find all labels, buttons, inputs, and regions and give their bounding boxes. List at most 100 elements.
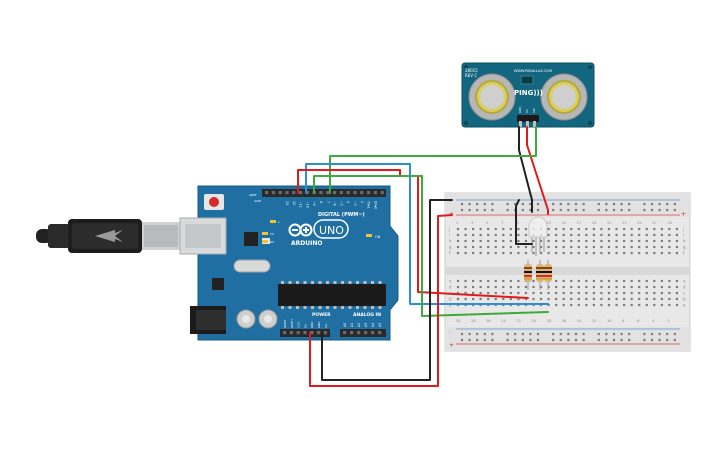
- rail-hole[interactable]: [529, 202, 532, 206]
- breadboard-hole[interactable]: [577, 251, 580, 255]
- breadboard-hole[interactable]: [660, 279, 663, 283]
- breadboard-hole[interactable]: [577, 291, 580, 295]
- rail-hole[interactable]: [552, 338, 555, 342]
- rail-hole[interactable]: [514, 338, 517, 342]
- header-pin[interactable]: [360, 191, 364, 195]
- rail-hole[interactable]: [491, 338, 494, 342]
- breadboard-hole[interactable]: [464, 291, 467, 295]
- breadboard-hole[interactable]: [502, 227, 505, 231]
- breadboard-hole[interactable]: [600, 285, 603, 289]
- breadboard-hole[interactable]: [577, 297, 580, 301]
- breadboard-hole[interactable]: [479, 285, 482, 289]
- breadboard-hole[interactable]: [555, 297, 558, 301]
- rail-hole[interactable]: [658, 208, 661, 212]
- rail-hole[interactable]: [468, 338, 471, 342]
- rail-hole[interactable]: [574, 338, 578, 342]
- rail-hole[interactable]: [597, 332, 600, 336]
- breadboard-hole[interactable]: [675, 233, 679, 237]
- breadboard-hole[interactable]: [547, 291, 550, 295]
- breadboard-hole[interactable]: [479, 239, 482, 243]
- rail-hole[interactable]: [559, 208, 562, 212]
- header-pin[interactable]: [373, 191, 377, 195]
- breadboard-hole[interactable]: [502, 245, 505, 249]
- rail-hole[interactable]: [574, 332, 578, 336]
- rail-hole[interactable]: [666, 202, 669, 206]
- breadboard-hole[interactable]: [570, 303, 573, 307]
- rail-hole[interactable]: [521, 338, 524, 342]
- breadboard-hole[interactable]: [623, 227, 626, 231]
- breadboard-hole[interactable]: [623, 239, 626, 243]
- breadboard-hole[interactable]: [675, 297, 679, 301]
- breadboard-hole[interactable]: [630, 251, 633, 255]
- rail-hole[interactable]: [628, 208, 631, 212]
- breadboard-hole[interactable]: [479, 279, 482, 283]
- breadboard-hole[interactable]: [660, 285, 663, 289]
- breadboard-hole[interactable]: [562, 227, 565, 231]
- rail-hole[interactable]: [468, 208, 471, 212]
- breadboard-hole[interactable]: [509, 245, 512, 249]
- rail-hole[interactable]: [597, 202, 600, 206]
- breadboard-hole[interactable]: [600, 245, 603, 249]
- breadboard-hole[interactable]: [615, 303, 618, 307]
- breadboard-hole[interactable]: [524, 291, 528, 295]
- rail-hole[interactable]: [612, 332, 616, 336]
- rail-hole[interactable]: [460, 202, 464, 206]
- breadboard-hole[interactable]: [645, 233, 648, 237]
- breadboard-hole[interactable]: [668, 233, 671, 237]
- header-pin[interactable]: [271, 191, 275, 195]
- rail-hole[interactable]: [643, 338, 646, 342]
- breadboard-hole[interactable]: [509, 291, 512, 295]
- breadboard-hole[interactable]: [600, 227, 603, 231]
- rail-hole[interactable]: [650, 332, 654, 336]
- rail-hole[interactable]: [529, 338, 532, 342]
- breadboard-hole[interactable]: [472, 239, 475, 243]
- breadboard-hole[interactable]: [532, 291, 535, 295]
- breadboard-hole[interactable]: [615, 285, 618, 289]
- rail-hole[interactable]: [491, 208, 494, 212]
- rail-hole[interactable]: [605, 208, 608, 212]
- breadboard-hole[interactable]: [675, 251, 679, 255]
- rail-hole[interactable]: [521, 332, 524, 336]
- breadboard-hole[interactable]: [630, 279, 633, 283]
- breadboard-hole[interactable]: [615, 245, 618, 249]
- breadboard-hole[interactable]: [509, 285, 512, 289]
- breadboard-hole[interactable]: [456, 291, 460, 295]
- breadboard-hole[interactable]: [638, 245, 641, 249]
- breadboard-hole[interactable]: [660, 233, 663, 237]
- breadboard-hole[interactable]: [623, 285, 626, 289]
- rail-hole[interactable]: [628, 202, 631, 206]
- breadboard-hole[interactable]: [615, 233, 618, 237]
- breadboard-hole[interactable]: [585, 227, 588, 231]
- breadboard-hole[interactable]: [607, 297, 611, 301]
- breadboard-hole[interactable]: [630, 303, 633, 307]
- breadboard-hole[interactable]: [487, 245, 490, 249]
- breadboard-hole[interactable]: [630, 291, 633, 295]
- breadboard-hole[interactable]: [607, 233, 611, 237]
- breadboard-hole[interactable]: [585, 251, 588, 255]
- breadboard-hole[interactable]: [645, 251, 648, 255]
- breadboard-hole[interactable]: [623, 251, 626, 255]
- breadboard-hole[interactable]: [509, 251, 512, 255]
- breadboard-hole[interactable]: [660, 239, 663, 243]
- breadboard-hole[interactable]: [464, 233, 467, 237]
- breadboard-hole[interactable]: [660, 227, 663, 231]
- breadboard-hole[interactable]: [585, 297, 588, 301]
- breadboard-hole[interactable]: [555, 303, 558, 307]
- breadboard-hole[interactable]: [615, 227, 618, 231]
- breadboard-hole[interactable]: [592, 245, 595, 249]
- breadboard-hole[interactable]: [494, 245, 497, 249]
- breadboard-hole[interactable]: [524, 251, 528, 255]
- breadboard-hole[interactable]: [479, 297, 482, 301]
- breadboard-hole[interactable]: [623, 297, 626, 301]
- breadboard-hole[interactable]: [547, 245, 550, 249]
- breadboard-hole[interactable]: [638, 285, 641, 289]
- breadboard-hole[interactable]: [517, 239, 520, 243]
- breadboard-hole[interactable]: [592, 291, 595, 295]
- breadboard-hole[interactable]: [479, 233, 482, 237]
- breadboard-hole[interactable]: [494, 227, 497, 231]
- breadboard-hole[interactable]: [630, 239, 633, 243]
- rail-hole[interactable]: [620, 202, 623, 206]
- breadboard-hole[interactable]: [623, 245, 626, 249]
- breadboard-hole[interactable]: [524, 297, 528, 301]
- breadboard-hole[interactable]: [562, 239, 565, 243]
